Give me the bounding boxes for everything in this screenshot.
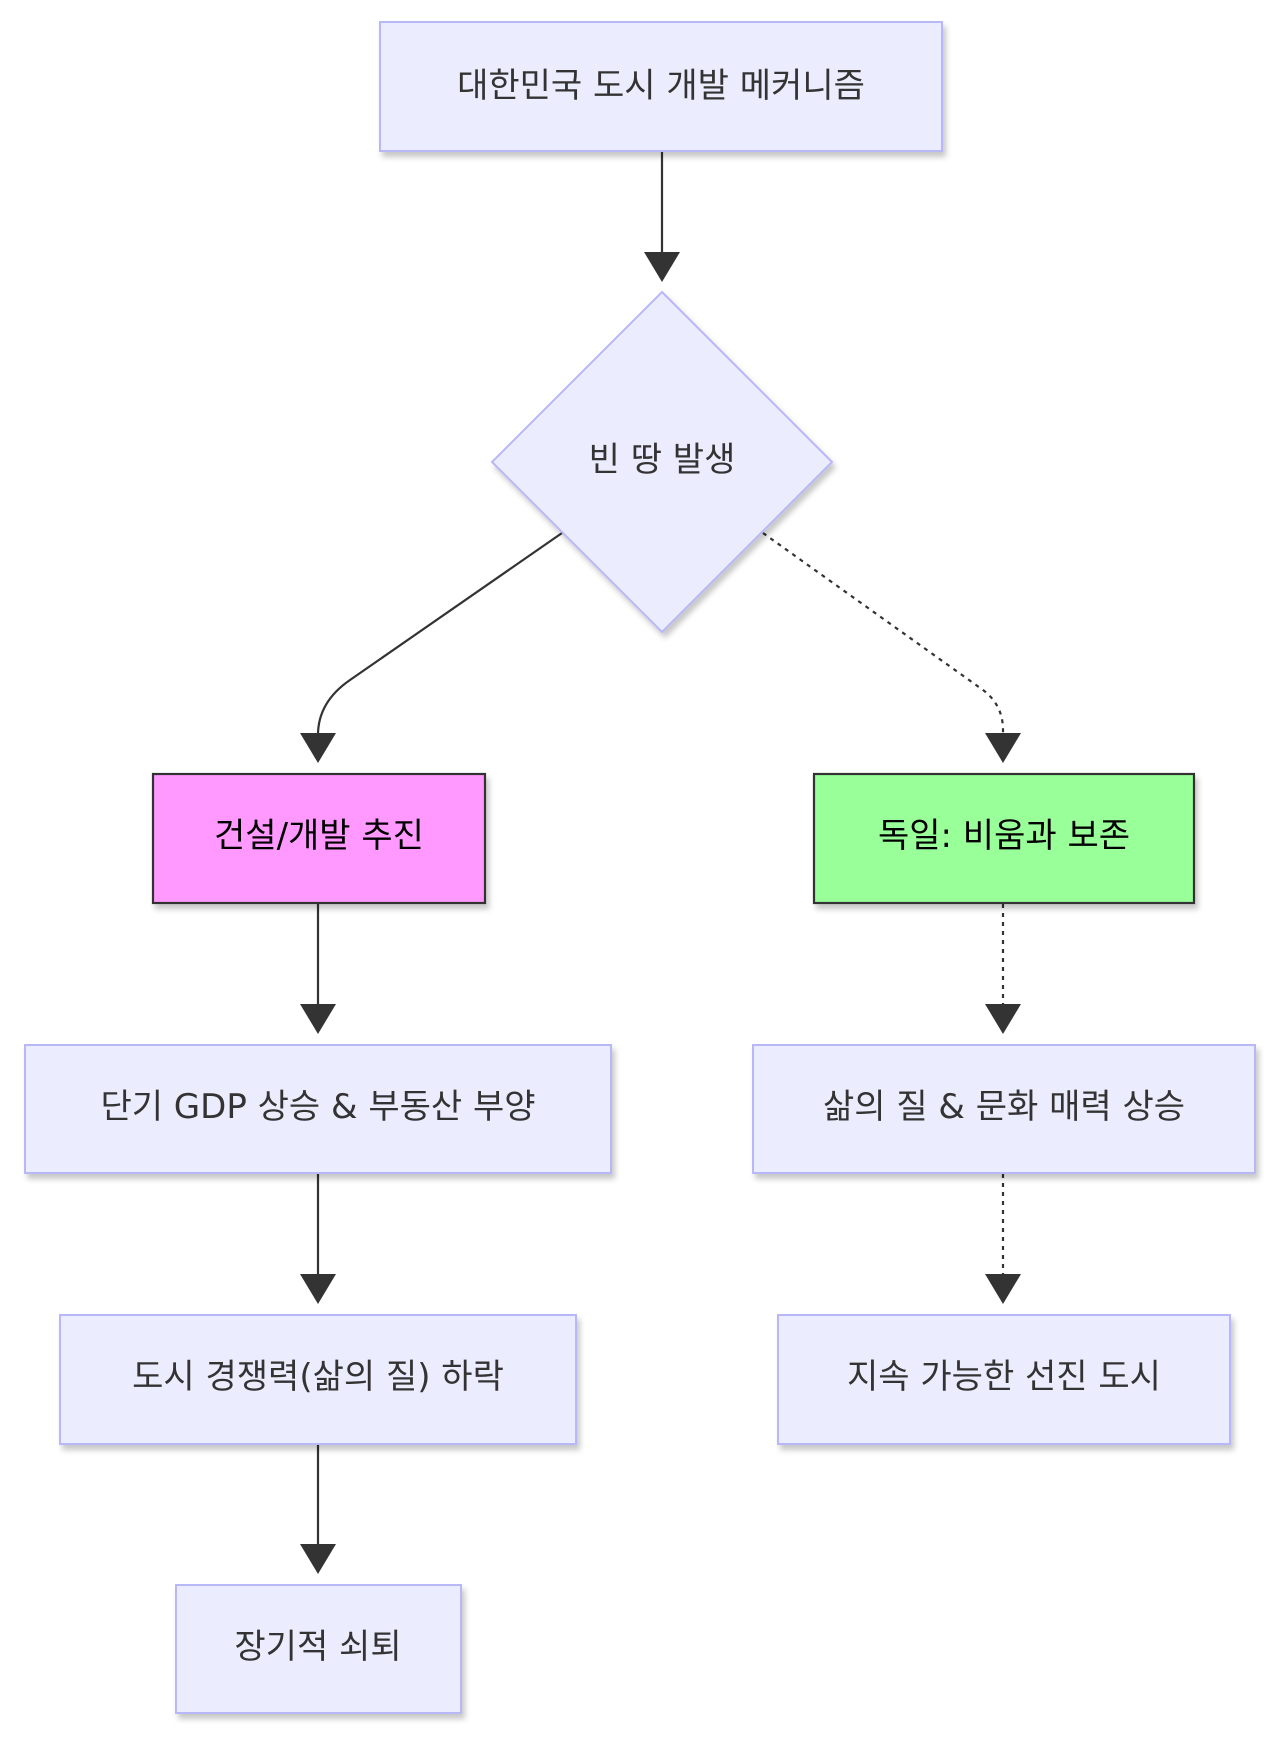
- node-start-box: [379, 21, 943, 152]
- node-quality-box: [752, 1044, 1256, 1174]
- edges: [300, 152, 1021, 1574]
- node-longterm[interactable]: 장기적 쇠퇴: [175, 1584, 462, 1714]
- edge-decision-to-germany: [762, 532, 1005, 740]
- node-decline-box: [59, 1314, 577, 1445]
- node-start-label: 대한민국 도시 개발 메커니즘: [457, 66, 865, 106]
- arrowhead-icon: [300, 733, 336, 763]
- node-germany-box: [812, 772, 1196, 905]
- node-construction-label: 건설/개발 추진: [214, 816, 424, 856]
- arrowhead-icon: [644, 252, 680, 282]
- node-sustainable-label: 지속 가능한 선진 도시: [847, 1357, 1161, 1397]
- node-quality[interactable]: 삶의 질 & 문화 매력 상승: [752, 1044, 1256, 1174]
- node-construction-box: [151, 772, 487, 905]
- arrowhead-icon: [985, 1004, 1021, 1034]
- node-sustainable[interactable]: 지속 가능한 선진 도시: [777, 1314, 1231, 1445]
- node-decision-diamond: [490, 290, 834, 634]
- arrowhead-icon: [300, 1544, 336, 1574]
- node-germany-label: 독일: 비움과 보존: [878, 816, 1130, 856]
- arrowhead-icon: [300, 1274, 336, 1304]
- node-longterm-box: [175, 1584, 462, 1714]
- node-gdp[interactable]: 단기 GDP 상승 & 부동산 부양: [24, 1044, 612, 1174]
- node-gdp-label: 단기 GDP 상승 & 부동산 부양: [100, 1087, 535, 1127]
- node-sustainable-box: [777, 1314, 1231, 1445]
- arrowhead-icon: [985, 1274, 1021, 1304]
- node-quality-label: 삶의 질 & 문화 매력 상승: [823, 1087, 1185, 1127]
- node-decline-label: 도시 경쟁력(삶의 질) 하락: [132, 1357, 504, 1397]
- nodes: 대한민국 도시 개발 메커니즘 빈 땅 발생 건설/개발 추진 독일: 비움과 …: [24, 21, 1256, 1714]
- node-decline[interactable]: 도시 경쟁력(삶의 질) 하락: [59, 1314, 577, 1445]
- arrowhead-icon: [300, 1004, 336, 1034]
- node-decision-label: 빈 땅 발생: [589, 440, 736, 480]
- node-longterm-label: 장기적 쇠퇴: [234, 1627, 401, 1667]
- node-construction[interactable]: 건설/개발 추진: [151, 772, 487, 905]
- arrowhead-icon: [985, 733, 1021, 763]
- node-germany[interactable]: 독일: 비움과 보존: [812, 772, 1196, 905]
- node-start[interactable]: 대한민국 도시 개발 메커니즘: [379, 21, 943, 152]
- node-gdp-box: [24, 1044, 612, 1174]
- node-decision[interactable]: 빈 땅 발생: [490, 290, 834, 634]
- edge-decision-to-construction: [316, 532, 563, 740]
